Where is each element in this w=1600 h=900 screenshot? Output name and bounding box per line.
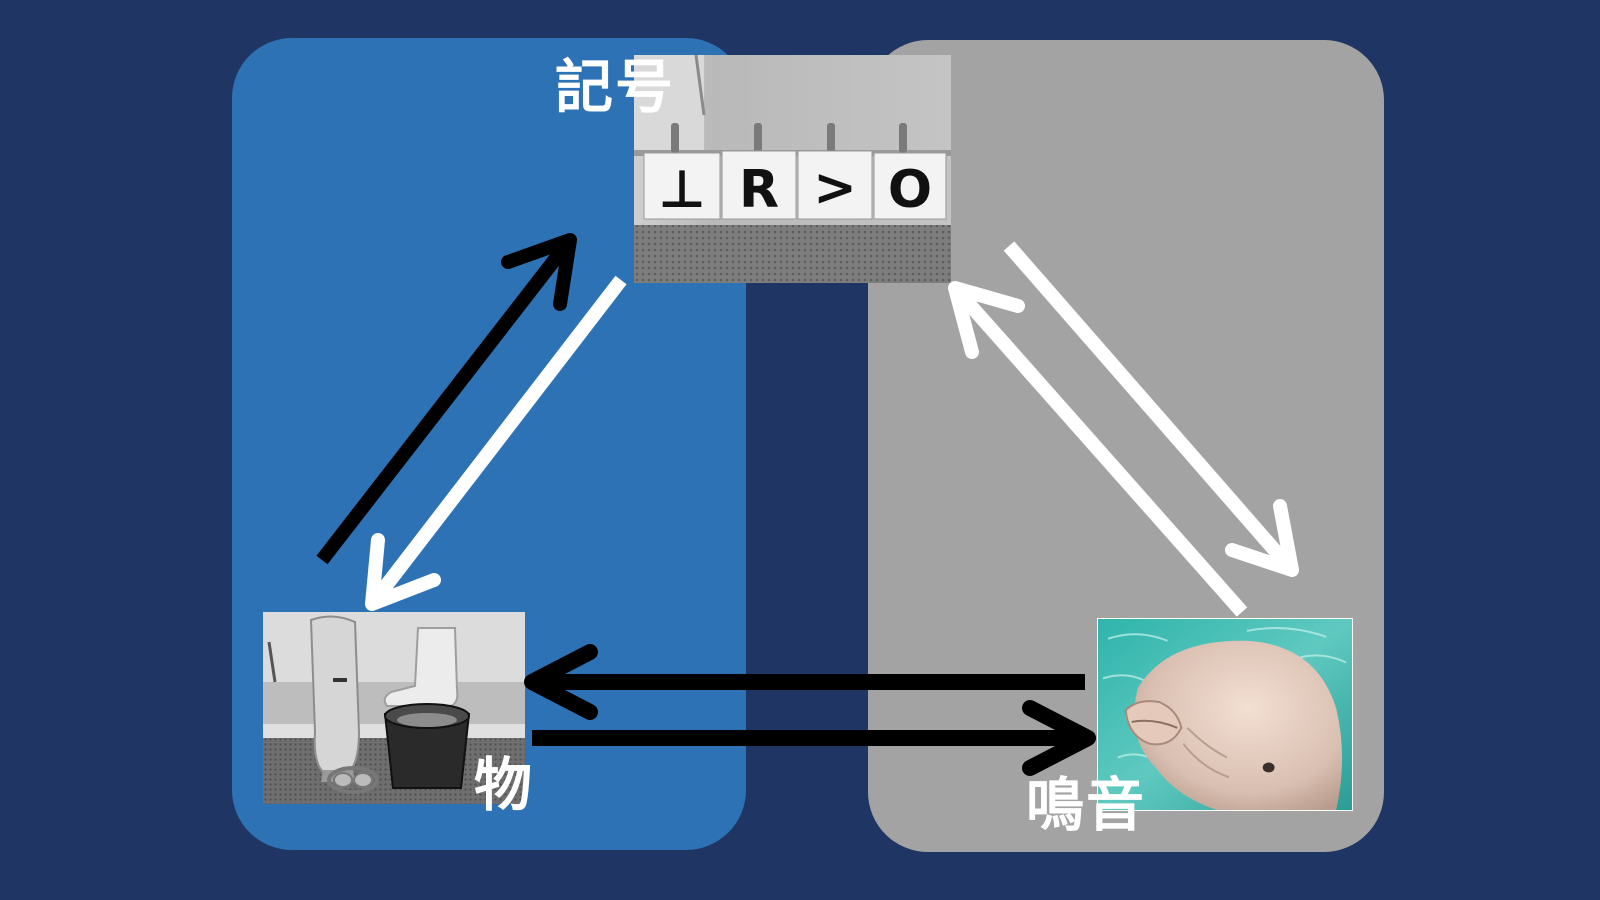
arrow-call-to-symbol — [948, 281, 1248, 617]
call-label: 鳴音 — [1026, 771, 1147, 839]
beluga-photo — [1097, 618, 1353, 811]
symbol-cards-photo: ⊥ R > O — [634, 55, 951, 283]
object-label: 物 — [474, 751, 535, 819]
symbol-card-4: O — [888, 160, 932, 220]
symbol-card-1: ⊥ — [658, 160, 706, 220]
symbol-card-2: R — [739, 160, 779, 220]
objects-photo — [263, 612, 525, 804]
arrow-object-to-symbol — [316, 233, 577, 565]
symbol-card-3: > — [813, 158, 857, 218]
arrow-call-to-object — [524, 644, 1085, 720]
arrow-symbol-to-call — [1003, 241, 1299, 577]
symbol-label: 記号 — [555, 53, 676, 121]
arrow-object-to-call — [532, 700, 1096, 776]
arrow-symbol-to-object — [365, 275, 627, 611]
